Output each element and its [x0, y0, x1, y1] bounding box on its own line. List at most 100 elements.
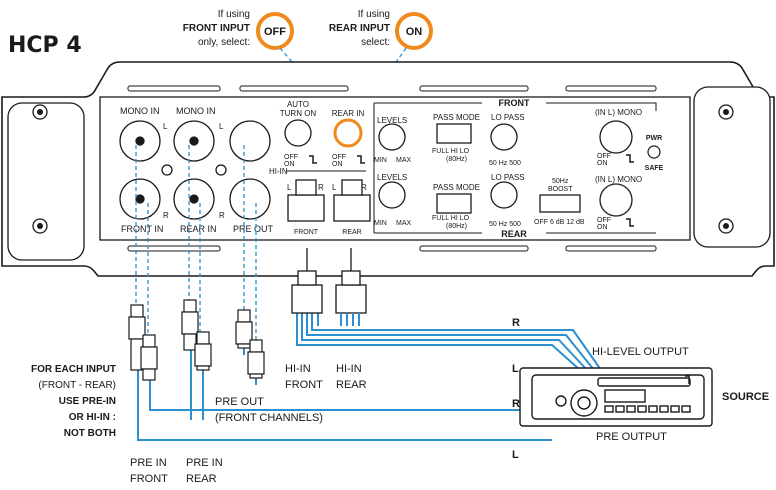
- svg-text:PASS MODE: PASS MODE: [433, 113, 480, 122]
- label-hi-in-rear-2: REAR: [336, 379, 367, 391]
- rear-controls: LEVELS MIN MAX PASS MODE FULL HI LO (80H…: [374, 173, 642, 231]
- svg-text:LEVELS: LEVELS: [377, 116, 407, 125]
- front-mono-knob: [599, 120, 633, 154]
- label-pre-output: PRE OUTPUT: [596, 431, 667, 443]
- front-controls: LEVELS MIN MAX PASS MODE FULL HI LO (80H…: [374, 108, 664, 172]
- rca-plug-preout-r: [247, 339, 265, 379]
- svg-text:(80Hz): (80Hz): [446, 156, 467, 163]
- svg-text:R: R: [219, 211, 225, 220]
- svg-text:FULL HI LO: FULL HI LO: [432, 215, 470, 222]
- svg-text:MAX: MAX: [396, 157, 412, 164]
- label-pre-in-rear: PRE IN: [186, 457, 223, 469]
- svg-text:OFF: OFF: [264, 26, 286, 38]
- label-l-pre: L: [512, 449, 519, 461]
- svg-text:FRONT INPUT: FRONT INPUT: [183, 23, 250, 34]
- head-unit: [519, 367, 713, 427]
- rear-in-switch: REAR IN OFF ON: [332, 109, 365, 168]
- svg-text:AUTO: AUTO: [287, 100, 309, 109]
- svg-text:LEVELS: LEVELS: [377, 173, 407, 182]
- svg-text:USE PRE-IN: USE PRE-IN: [59, 396, 116, 407]
- svg-text:SAFE: SAFE: [645, 165, 664, 172]
- off-badge: [256, 12, 294, 50]
- label-hi-in-front-2: FRONT: [285, 379, 323, 391]
- label-pre-in-front-2: FRONT: [130, 473, 168, 485]
- hi-in-block: HI-IN L R L R FRONT REAR: [269, 167, 371, 236]
- svg-text:FULL HI LO: FULL HI LO: [432, 148, 470, 155]
- svg-text:NOT BOTH: NOT BOTH: [64, 428, 116, 439]
- rca-labels: MONO IN MONO IN L L R R FRONT IN REAR IN…: [120, 106, 274, 234]
- svg-text:(80Hz): (80Hz): [446, 223, 467, 230]
- svg-text:R: R: [318, 183, 324, 192]
- svg-text:TURN ON: TURN ON: [280, 109, 317, 118]
- svg-text:L: L: [163, 122, 168, 131]
- svg-text:PWR: PWR: [646, 135, 662, 142]
- rca-preout-l: [229, 120, 271, 162]
- svg-text:REAR: REAR: [501, 229, 527, 239]
- svg-text:ON: ON: [597, 224, 608, 231]
- hi-in-plugs: [291, 248, 367, 314]
- svg-text:FOR EACH INPUT: FOR EACH INPUT: [31, 364, 116, 375]
- rca-jacks: [119, 120, 271, 220]
- label-hi-level-output: HI-LEVEL OUTPUT: [592, 346, 689, 358]
- front-lopass-knob: [490, 123, 518, 151]
- rca-plug-preout-l: [235, 309, 253, 349]
- svg-text:OFF: OFF: [597, 153, 611, 160]
- svg-text:(FRONT - REAR): (FRONT - REAR): [38, 380, 116, 391]
- svg-text:MIN: MIN: [374, 220, 387, 227]
- svg-text:ON: ON: [406, 26, 423, 38]
- callout-front: If using FRONT INPUT only, select: OFF: [183, 9, 294, 50]
- label-pre-in-front: PRE IN: [130, 457, 167, 469]
- svg-text:OR HI-IN :: OR HI-IN :: [69, 412, 116, 423]
- svg-text:50 Hz 500: 50 Hz 500: [489, 160, 521, 167]
- svg-text:PRE OUT: PRE OUT: [233, 224, 274, 234]
- front-pass-mode-switch: [436, 123, 472, 144]
- svg-text:MAX: MAX: [396, 220, 412, 227]
- rca-dashed-leads: [135, 145, 257, 340]
- svg-text:OFF: OFF: [597, 217, 611, 224]
- auto-turn-on-switch: AUTO TURN ON OFF ON: [280, 100, 317, 168]
- rca-preout-r: [229, 178, 271, 220]
- label-pre-in-rear-2: REAR: [186, 473, 217, 485]
- svg-text:MIN: MIN: [374, 157, 387, 164]
- svg-text:MONO IN: MONO IN: [120, 106, 160, 116]
- on-badge: [395, 12, 433, 50]
- svg-text:(IN L) MONO: (IN L) MONO: [595, 108, 642, 117]
- label-l-hi: L: [512, 363, 519, 375]
- svg-text:select:: select:: [361, 37, 390, 48]
- hi-in-front-socket: [287, 194, 325, 222]
- rear-in-switch-highlight: [333, 118, 363, 148]
- svg-text:REAR IN: REAR IN: [332, 109, 365, 118]
- rca-plug-front-r: [140, 334, 158, 381]
- rear-pass-mode-switch: [436, 193, 472, 214]
- svg-text:FRONT: FRONT: [499, 98, 530, 108]
- callout-rear: If using REAR INPUT select: ON: [329, 9, 433, 50]
- svg-text:L: L: [287, 183, 292, 192]
- svg-text:ON: ON: [332, 161, 343, 168]
- svg-text:FRONT IN: FRONT IN: [121, 224, 163, 234]
- svg-text:L: L: [332, 183, 337, 192]
- note-each-input: FOR EACH INPUT (FRONT - REAR) USE PRE-IN…: [31, 364, 116, 439]
- svg-text:L: L: [219, 122, 224, 131]
- svg-text:LO PASS: LO PASS: [491, 173, 525, 182]
- hi-level-cables: [296, 313, 602, 371]
- svg-text:FRONT: FRONT: [294, 229, 319, 236]
- pwr-led: [647, 145, 661, 159]
- svg-text:REAR: REAR: [342, 229, 361, 236]
- svg-text:50Hz: 50Hz: [552, 178, 569, 185]
- hi-in-rear-socket: [333, 194, 371, 222]
- svg-text:If using: If using: [218, 9, 250, 20]
- svg-text:MONO IN: MONO IN: [176, 106, 216, 116]
- label-hi-in-rear: HI-IN: [336, 363, 362, 375]
- svg-text:R: R: [163, 211, 169, 220]
- label-r-hi: R: [512, 317, 520, 329]
- svg-text:ON: ON: [284, 161, 295, 168]
- bass-boost-switch: [539, 194, 581, 213]
- pre-in-cables: [137, 348, 552, 441]
- svg-text:OFF: OFF: [284, 154, 298, 161]
- svg-text:OFF 6 dB 12 dB: OFF 6 dB 12 dB: [534, 219, 585, 226]
- section-frames: FRONT REAR: [373, 98, 657, 239]
- svg-text:PASS MODE: PASS MODE: [433, 183, 480, 192]
- svg-text:only, select:: only, select:: [198, 37, 250, 48]
- svg-text:If using: If using: [358, 9, 390, 20]
